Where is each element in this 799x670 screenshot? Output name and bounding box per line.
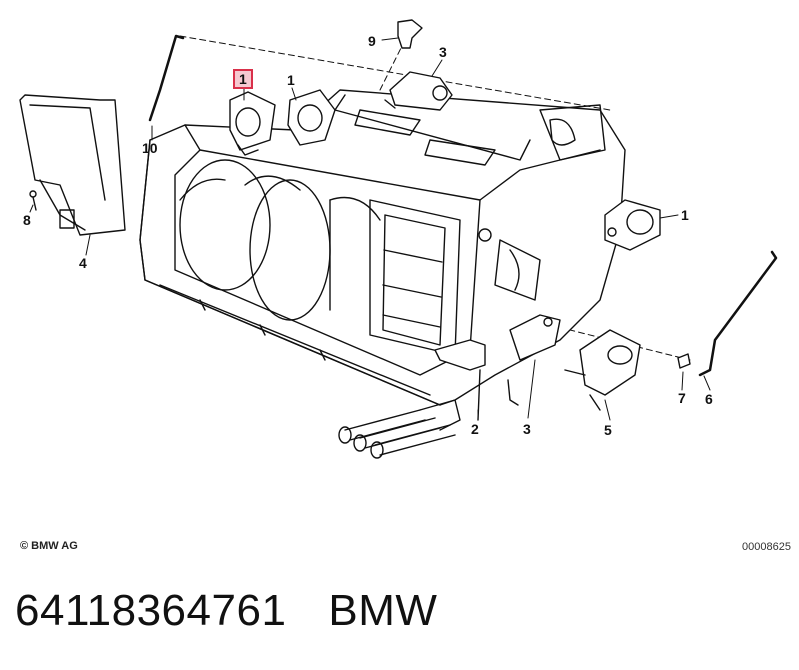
callout-2: 2 (471, 421, 479, 437)
part-3-servo-top (384, 71, 453, 111)
copyright-notice: © BMW AG (20, 540, 78, 552)
part-8-screw (29, 190, 37, 211)
part-number: 64118364761 (15, 586, 287, 635)
leader-lines (29, 37, 711, 421)
callout-3: 3 (439, 44, 447, 60)
part-10-rod (148, 34, 185, 122)
part-7-grommet (677, 353, 691, 369)
callout-7: 7 (678, 390, 686, 406)
part-1-actuator-mid (287, 89, 336, 146)
part-4-duct (19, 94, 126, 236)
callout-8: 8 (23, 212, 31, 228)
part-6-rod (698, 250, 778, 377)
callout-1-highlighted: 1 (233, 69, 253, 89)
callout-6: 6 (705, 391, 713, 407)
part-1-actuator-right (604, 199, 661, 251)
callout-1: 1 (287, 72, 295, 88)
part-5-valve (564, 329, 641, 411)
brand-name: BMW (328, 586, 438, 635)
part-2-bracket (434, 339, 486, 421)
callout-10: 10 (142, 140, 158, 156)
callout-9: 9 (368, 33, 376, 49)
callout-4: 4 (79, 255, 87, 271)
drawing-number: 00008625 (742, 541, 791, 553)
callout-3: 3 (523, 421, 531, 437)
part-3-servo-bottom (507, 314, 561, 406)
heater-housing (139, 89, 626, 406)
heater-pipes (338, 399, 461, 459)
callout-1: 1 (681, 207, 689, 223)
part-caption: 64118364761 BMW (15, 586, 479, 636)
callout-5: 5 (604, 422, 612, 438)
exploded-parts-diagram (19, 19, 778, 459)
part-9-clip (397, 19, 423, 49)
part-1-actuator-left (229, 91, 276, 156)
